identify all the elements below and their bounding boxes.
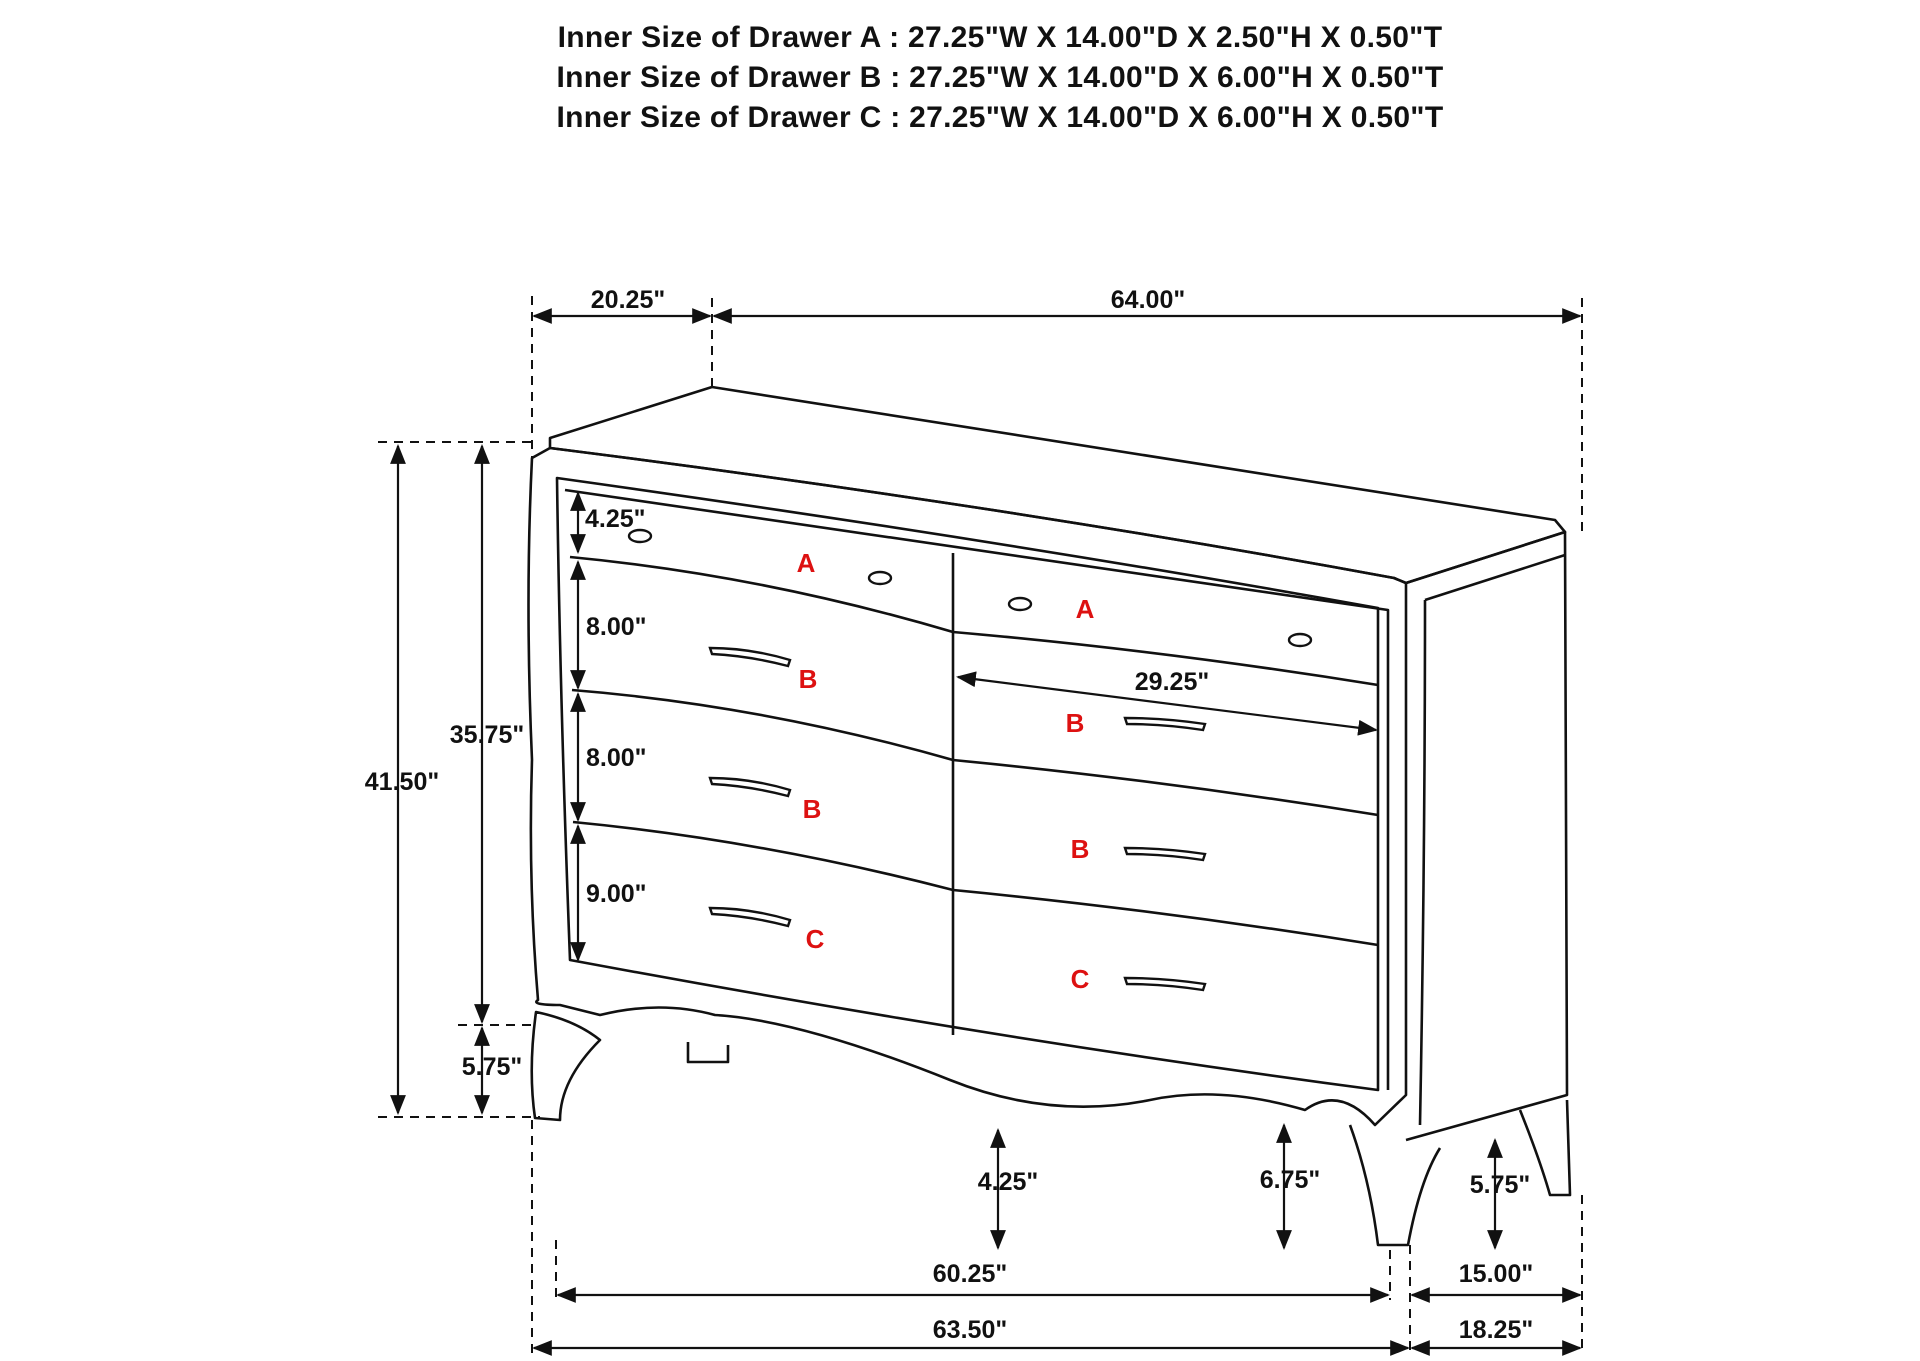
side-inner — [1418, 599, 1427, 1126]
row-line-left-2 — [571, 688, 954, 762]
dimension-labels: 20.25" 64.00" 41.50" 35.75" 5.75" 4.25" … — [365, 286, 1533, 1344]
leg-front-left — [530, 1010, 602, 1122]
drawer-letter-labels: A A B B B B C C — [797, 548, 1095, 994]
pull-handle-icon — [1123, 976, 1207, 992]
knob-icon — [867, 570, 893, 586]
spec-drawer-c: Inner Size of Drawer C : 27.25"W X 14.00… — [556, 101, 1444, 134]
label-drawer-b2-right: B — [1071, 834, 1090, 864]
dim-apron-side: 6.75" — [1260, 1166, 1321, 1194]
dim-leg-height-left: 5.75" — [462, 1053, 523, 1081]
dim-drawer-b1: 8.00" — [586, 613, 647, 641]
pull-handle-icon — [1123, 846, 1207, 862]
dim-case-height: 35.75" — [450, 721, 524, 749]
side-panel — [1405, 530, 1569, 1142]
knob-icon — [1007, 596, 1033, 612]
dim-apron-center: 4.25" — [978, 1168, 1039, 1196]
label-drawer-c-left: C — [806, 924, 825, 954]
dim-drawer-b2: 8.00" — [586, 744, 647, 772]
dim-bottom-width: 63.50" — [933, 1316, 1007, 1344]
label-drawer-b1-left: B — [799, 664, 818, 694]
dimension-arrows — [390, 308, 1582, 1356]
row-line-right-2 — [952, 758, 1379, 817]
leg-front-right — [1348, 1124, 1442, 1247]
dim-drawer-a: 4.25" — [585, 505, 646, 533]
drawer-frame — [555, 476, 1380, 1092]
row-line-left-1 — [569, 555, 954, 634]
label-drawer-c-right: C — [1071, 964, 1090, 994]
pull-handle-icon — [708, 906, 792, 928]
dim-side-outer: 18.25" — [1459, 1316, 1533, 1344]
drawer-spec-list: Inner Size of Drawer A : 27.25"W X 14.00… — [0, 18, 1920, 138]
row-line-right-3 — [952, 888, 1379, 947]
side-top-rail — [1424, 553, 1566, 602]
dim-drawer-width: 29.25" — [1135, 668, 1209, 696]
label-drawer-b2-left: B — [803, 794, 822, 824]
case-body — [527, 446, 1408, 1127]
leg-back-right — [1518, 1099, 1572, 1197]
dim-total-height: 41.50" — [365, 768, 439, 796]
pull-handle-icon — [1123, 716, 1207, 732]
knob-icon — [627, 528, 653, 544]
spec-drawer-a: Inner Size of Drawer A : 27.25"W X 14.00… — [557, 21, 1443, 54]
extension-lines — [378, 296, 1583, 1355]
dim-depth-top: 20.25" — [591, 286, 665, 314]
dim-drawer-c: 9.00" — [586, 880, 647, 908]
row-line-left-3 — [572, 820, 954, 892]
dim-leg-height-right: 5.75" — [1470, 1171, 1531, 1199]
dim-width-top: 64.00" — [1111, 286, 1185, 314]
label-drawer-b1-right: B — [1066, 708, 1085, 738]
dim-inner-width: 60.25" — [933, 1260, 1007, 1288]
knob-icon — [1287, 632, 1313, 648]
leg-center-stub — [686, 1042, 730, 1064]
label-drawer-a-right: A — [1076, 594, 1095, 624]
pull-handle-icon — [708, 776, 792, 798]
dim-side-inner: 15.00" — [1459, 1260, 1533, 1288]
case-inner — [564, 488, 1390, 1090]
pull-handle-icon — [708, 646, 792, 668]
label-drawer-a-left: A — [797, 548, 816, 578]
dresser-outline — [527, 385, 1572, 1247]
spec-drawer-b: Inner Size of Drawer B : 27.25"W X 14.00… — [556, 61, 1444, 94]
